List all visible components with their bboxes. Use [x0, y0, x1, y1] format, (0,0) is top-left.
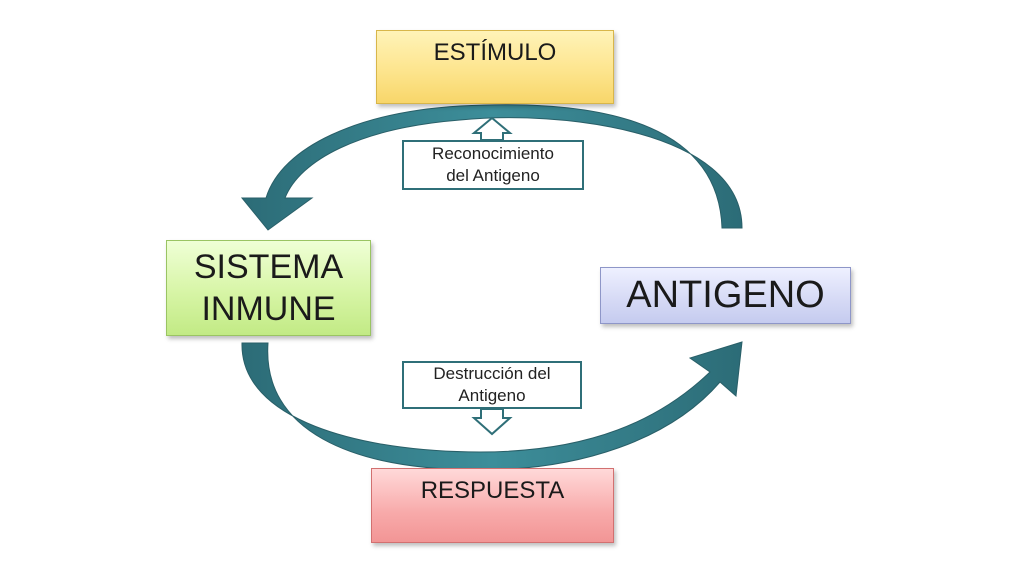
respuesta-box: RESPUESTA — [371, 468, 614, 543]
bottom-cycle-arrow — [241, 341, 743, 471]
destruccion-label-box: Destrucción del Antigeno — [402, 361, 582, 409]
destruccion-line2: Antigeno — [458, 386, 526, 405]
reconocimiento-line2: del Antigeno — [446, 166, 540, 185]
respuesta-label: RESPUESTA — [420, 477, 565, 504]
estimulo-box: ESTÍMULO — [376, 30, 614, 104]
reconocimiento-line1: Reconocimiento — [432, 144, 554, 163]
top-cycle-arrow — [240, 104, 743, 231]
reconocimiento-label-box: Reconocimiento del Antigeno — [402, 140, 584, 190]
antigeno-box: ANTIGENO — [600, 267, 851, 324]
destruccion-line1: Destrucción del — [433, 364, 551, 383]
up-hollow-arrow — [471, 116, 513, 141]
sistema-line2: INMUNE — [201, 290, 336, 328]
estimulo-label: ESTÍMULO — [433, 39, 557, 66]
down-hollow-arrow — [471, 408, 513, 436]
sistema-inmune-box: SISTEMA INMUNE — [166, 240, 371, 336]
antigeno-label: ANTIGENO — [626, 274, 825, 316]
sistema-line1: SISTEMA — [193, 248, 344, 286]
